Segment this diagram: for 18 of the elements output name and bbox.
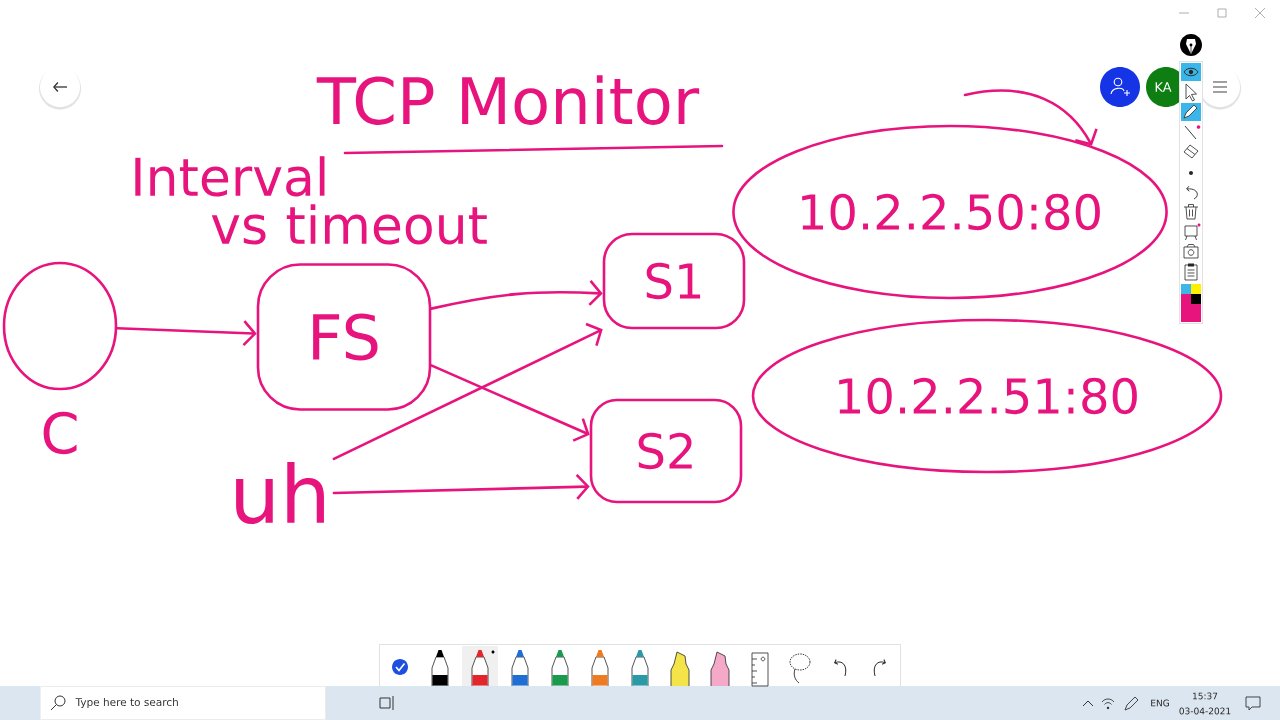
handwritten-note: Interval vs timeout bbox=[135, 156, 487, 245]
arrow bbox=[116, 320, 257, 347]
rounded-box: S2 bbox=[589, 398, 743, 504]
title: TCP Monitor bbox=[316, 75, 700, 125]
search-field: Type here to search bbox=[40, 686, 326, 720]
node-text: uh bbox=[236, 462, 324, 524]
arrow bbox=[430, 280, 603, 310]
arrow bbox=[332, 474, 590, 500]
language-indicator: ENG bbox=[1151, 699, 1169, 707]
rounded-box: S1 bbox=[602, 232, 746, 330]
clock-time: 15:37 bbox=[1193, 692, 1218, 700]
node-caption: C bbox=[43, 411, 77, 455]
rounded-box: FS bbox=[256, 263, 432, 411]
clock-date: 03-04-2021 bbox=[1179, 707, 1231, 715]
curved-arrow bbox=[963, 89, 1098, 146]
arrow bbox=[332, 322, 603, 461]
circle bbox=[2, 261, 118, 391]
arrow bbox=[430, 364, 590, 442]
